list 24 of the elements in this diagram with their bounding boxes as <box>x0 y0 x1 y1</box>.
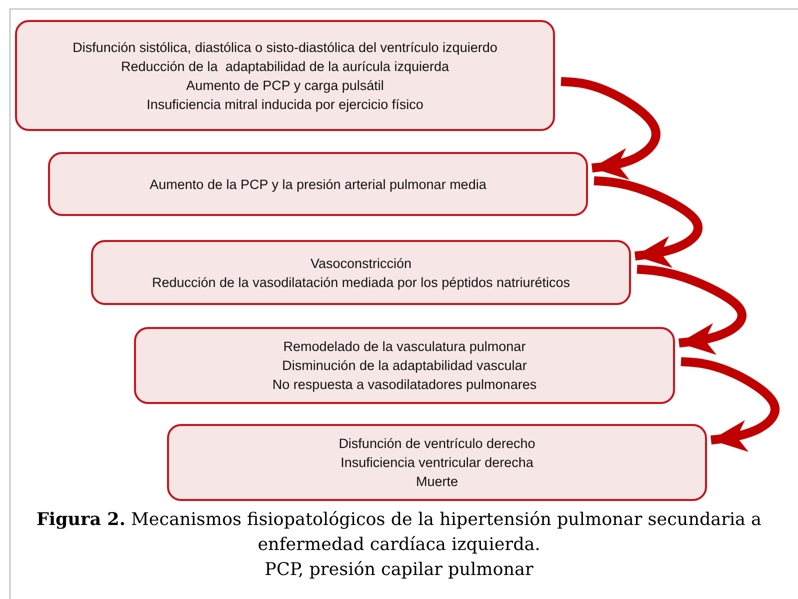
process-box <box>91 240 631 305</box>
box-text: Disminución de la adaptabilidad vascular <box>282 357 527 375</box>
box-text: Disfunción sistólica, diastólica o sisto-diastólica del ventrículo izquierdo <box>72 38 498 56</box>
box-text: Reducción de la vasodilatación mediada por los péptidos natriuréticos <box>152 274 570 292</box>
curved-arrow <box>594 176 703 268</box>
box-text: Vasoconstricción <box>310 254 412 272</box>
caption-note: PCP, presión capilar pulmonar <box>264 559 534 582</box>
box-text: Reducción de la adaptabilidad de la aurícula izquierda <box>121 58 449 76</box>
process-box <box>48 152 588 216</box>
curved-arrow <box>680 357 780 452</box>
box-text: Disfunción de ventrículo derecho <box>338 435 536 453</box>
process-box <box>167 424 707 501</box>
box-text: Aumento de la PCP y la presión arterial pulmonar media <box>150 176 486 194</box>
curved-arrow <box>636 264 746 355</box>
box-text: No respuesta a vasodilatadores pulmonares <box>272 376 537 394</box>
process-box <box>15 20 555 131</box>
box-text: Insuficiencia mitral inducida por ejercicio físico <box>146 96 424 114</box>
process-box <box>134 327 675 404</box>
box-text: Insuficiencia ventricular derecha <box>340 454 534 472</box>
box-text: Remodelado de la vasculatura pulmonar <box>283 338 526 356</box>
box-text: Aumento de PCP y carga pulsátil <box>186 76 384 94</box>
box-text: Muerte <box>416 473 458 491</box>
curved-arrow <box>560 77 660 180</box>
figure-caption: Figura 2. Mecanismos fisiopatológicos de la hipertensión pulmonar secundaria a enfermedad cardíaca izquierda. <box>35 509 762 557</box>
